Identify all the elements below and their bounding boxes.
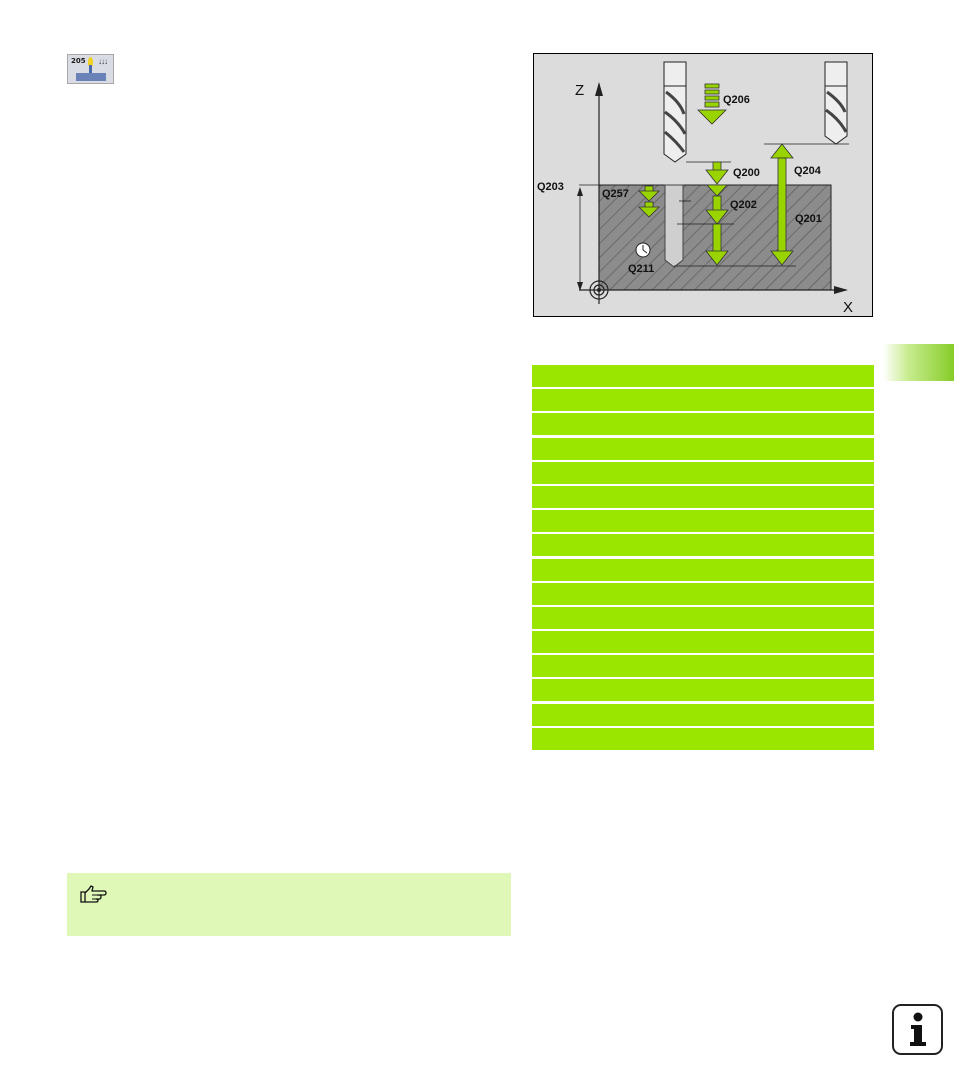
tool-left — [663, 61, 687, 163]
flame-icon — [88, 57, 93, 67]
table-row — [532, 727, 874, 750]
label-q257: Q257 — [602, 188, 629, 200]
tool-icon — [89, 65, 92, 73]
pecking-cycle-diagram: Z X Q206 Q200 Q204 Q203 Q257 Q202 Q201 Q… — [533, 53, 873, 317]
table-row — [532, 413, 874, 436]
table-row — [532, 582, 874, 605]
table-row — [532, 461, 874, 484]
depth-double-arrow — [770, 143, 794, 266]
axis-x-label: X — [843, 299, 853, 316]
table-row — [532, 437, 874, 460]
label-q204: Q204 — [794, 165, 822, 177]
table-row — [532, 534, 874, 557]
table-row — [532, 389, 874, 412]
label-q206: Q206 — [723, 94, 750, 106]
chapter-tab-marker — [883, 344, 954, 381]
cycle-205-icon: 205 ↓↓↓ — [67, 54, 114, 84]
parameter-table — [532, 365, 874, 752]
label-q201: Q201 — [795, 213, 822, 225]
pointing-hand-icon — [80, 885, 107, 903]
cycle-number: 205 — [71, 57, 86, 65]
pecking-arrows-icon: ↓↓↓ — [98, 57, 108, 66]
table-row — [532, 606, 874, 629]
label-q200: Q200 — [733, 167, 760, 179]
table-row — [532, 558, 874, 581]
table-row — [532, 510, 874, 533]
table-row — [532, 703, 874, 726]
table-row — [532, 655, 874, 678]
bore-hole — [664, 184, 684, 268]
table-row — [532, 631, 874, 654]
workpiece-icon — [76, 73, 106, 81]
info-icon[interactable] — [892, 1004, 943, 1055]
origin-marker — [589, 280, 609, 300]
setup-clearance-arrow — [705, 161, 729, 185]
tool-right — [824, 61, 848, 145]
feed-rate-arrow — [697, 83, 727, 125]
dwell-clock-icon — [635, 242, 651, 258]
plunge-depth-arrow — [705, 184, 729, 266]
table-row — [532, 485, 874, 508]
table-row — [532, 365, 874, 387]
axis-z-label: Z — [575, 82, 584, 99]
label-q203: Q203 — [537, 181, 564, 193]
chip-breaking-arrows — [638, 185, 660, 218]
note-box — [67, 873, 511, 936]
table-row — [532, 679, 874, 702]
label-q211: Q211 — [628, 263, 654, 275]
label-q202: Q202 — [730, 199, 757, 211]
